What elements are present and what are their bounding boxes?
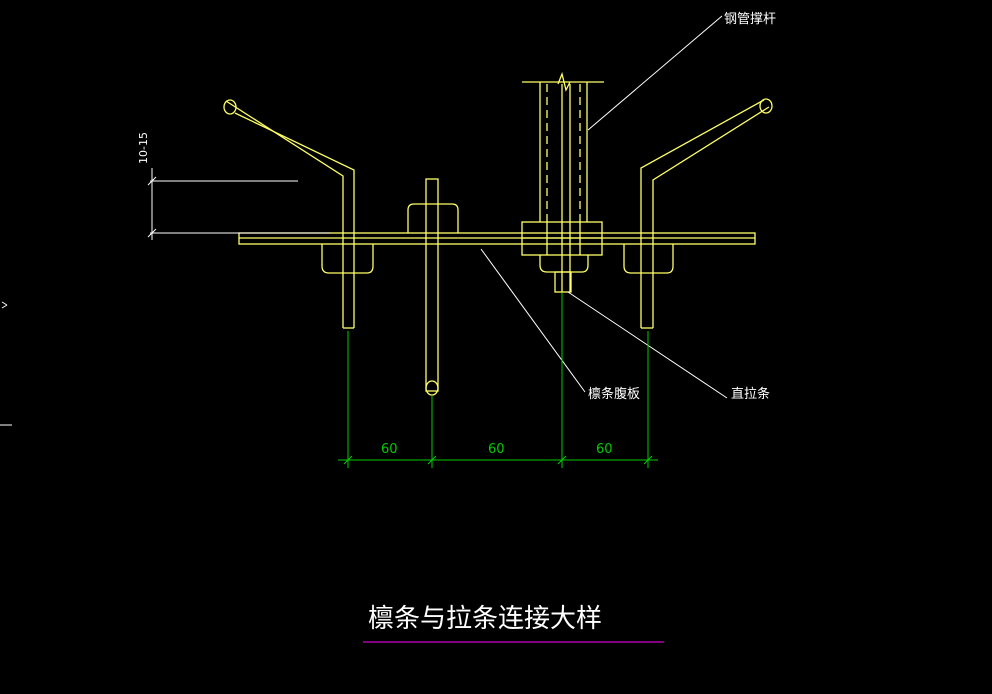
steel-pipe-strut — [522, 71, 604, 292]
strut-connection-plate — [521, 221, 603, 256]
right-inclined-tie-rod — [640, 98, 773, 329]
strut-bottom-nut — [539, 255, 589, 293]
center-vertical-rod — [425, 178, 439, 396]
edge-marks — [0, 301, 12, 426]
steel-pipe-strut-label: 钢管撑杆 — [724, 12, 776, 27]
spacing-label-1: 60 — [381, 442, 398, 457]
gap-dimension — [147, 168, 330, 240]
leader-lines — [480, 15, 728, 399]
drawing-title: 檩条与拉条连接大样 — [368, 604, 602, 634]
spacing-dimension-lines — [338, 293, 658, 468]
straight-tie-label: 直拉条 — [731, 386, 770, 402]
left-inclined-tie-rod — [223, 99, 355, 329]
purlin-web-plate — [238, 232, 756, 245]
purlin-web-label: 檩条腹板 — [588, 386, 640, 402]
center-nut — [407, 203, 459, 233]
right-nut — [623, 244, 674, 274]
left-nut — [321, 244, 374, 274]
spacing-label-2: 60 — [488, 442, 505, 457]
spacing-label-3: 60 — [596, 442, 613, 457]
gap-dimension-label: 10-15 — [137, 132, 150, 164]
